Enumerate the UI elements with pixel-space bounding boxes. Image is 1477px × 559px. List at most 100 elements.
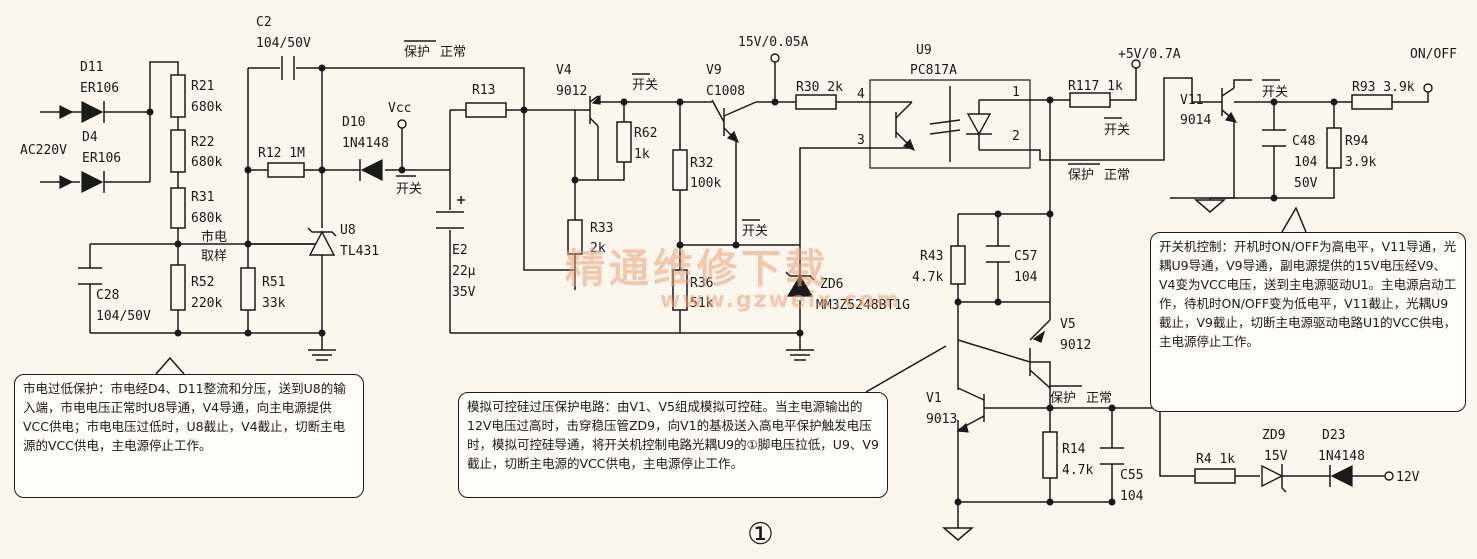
diode-d10: [345, 159, 383, 181]
resistor-r31: [170, 187, 186, 229]
resistor-r32: [672, 149, 688, 191]
label-e2-val1: 22μ: [452, 264, 476, 279]
note-mains-low-protection: 市电过低保护：市电经D4、D11整流和分压，送到U8的输入端，市电电压正常时U8…: [14, 374, 364, 498]
label-v4-val: 9012: [556, 84, 587, 99]
label-d10-val: 1N4148: [342, 136, 389, 151]
diode-d23: [1329, 465, 1368, 487]
label-r36-val: 51k: [690, 296, 714, 311]
label-r52-val: 220k: [191, 296, 222, 311]
transistor-v5: [1029, 319, 1051, 389]
label-12v: 12V: [1396, 470, 1420, 485]
label-u8-val: TL431: [340, 244, 379, 259]
resistor-r117: [1069, 92, 1111, 108]
resistor-r62: [616, 121, 632, 163]
terminal-vcc: [397, 119, 407, 129]
label-vcc: Vcc: [388, 101, 411, 116]
figure-number: ①: [747, 517, 774, 552]
v11-arrow: [1224, 111, 1238, 123]
label-prot1-b: 正常: [440, 45, 466, 60]
resistor-r12: [267, 162, 305, 178]
label-r51: R51: [262, 275, 285, 290]
label-c57: C57: [1014, 249, 1037, 264]
terminal-5v: [1131, 59, 1141, 69]
resistor-r14: [1042, 431, 1058, 479]
resistor-r36: [672, 269, 688, 311]
callout-pointers: [155, 206, 1307, 393]
ground-symbol-2: [786, 349, 814, 361]
label-zd9-val: 15V: [1264, 449, 1288, 464]
label-r13: R13: [472, 83, 495, 98]
label-r4: R4 1k: [1196, 452, 1235, 467]
label-5v: +5V/0.7A: [1118, 47, 1181, 62]
v4-arrow: [591, 94, 601, 105]
ground-symbol-4: [941, 527, 975, 541]
label-v5-val: 9012: [1060, 338, 1091, 353]
wires-left: [40, 61, 575, 350]
label-v9-out: 15V/0.05A: [738, 35, 809, 50]
junction-dots: [146, 64, 1338, 506]
ground-symbol-3: [1193, 199, 1227, 213]
label-pin2: 2: [1012, 129, 1020, 144]
label-r31: R31: [191, 190, 214, 205]
resistor-r4: [1194, 468, 1236, 484]
label-d23-val: 1N4148: [1318, 449, 1365, 464]
label-r36: R36: [690, 276, 713, 291]
label-d4: D4: [82, 130, 98, 145]
label-c48: C48: [1292, 134, 1315, 149]
label-prot3-a: 保护: [1050, 391, 1076, 406]
label-e2-val2: 35V: [452, 285, 476, 300]
label-sw1: 开关: [396, 182, 422, 197]
label-prot2-b: 正常: [1104, 168, 1130, 183]
capacitor-c28: [78, 267, 102, 285]
label-r14-val: 4.7k: [1062, 463, 1093, 478]
label-r62: R62: [634, 126, 657, 141]
label-sw5: 开关: [1262, 85, 1288, 100]
resistor-r51: [240, 267, 256, 311]
wires-right: [957, 68, 1429, 528]
label-d11-val: ER106: [80, 81, 119, 96]
diode-d11: [80, 101, 122, 123]
label-r52: R52: [191, 275, 214, 290]
capacitor-e2: [436, 196, 465, 229]
label-zd9: ZD9: [1262, 428, 1285, 443]
label-mains-sample-2: 取样: [201, 249, 227, 264]
label-sw3: 开关: [742, 224, 768, 239]
label-zd6-val: MM3Z5248BT1G: [816, 298, 910, 313]
label-c57-val: 104: [1014, 270, 1038, 285]
label-r31-val: 680k: [191, 211, 222, 226]
capacitor-c57: [986, 245, 1010, 263]
label-d10: D10: [342, 115, 365, 130]
label-c55-val: 104: [1120, 489, 1144, 504]
label-c2-val: 104/50V: [256, 36, 311, 51]
label-pin3: 3: [857, 133, 865, 148]
capacitor-c55: [1100, 447, 1124, 465]
v1-arrow: [956, 422, 969, 433]
label-v1-val: 9013: [926, 412, 957, 427]
label-pin1: 1: [1012, 85, 1020, 100]
label-r43: R43: [920, 249, 943, 264]
transistor-v1: [957, 339, 1031, 431]
label-r51-val: 33k: [262, 296, 286, 311]
resistor-r33: [567, 219, 583, 255]
label-r33: R33: [590, 221, 613, 236]
label-r94-val: 3.9k: [1345, 155, 1376, 170]
terminal-12v: [1384, 471, 1394, 481]
resistor-r22: [170, 129, 186, 173]
label-v9: V9: [706, 63, 722, 78]
label-r30: R30 2k: [796, 80, 843, 95]
terminal-onoff: [1423, 83, 1433, 93]
label-r21-val: 680k: [191, 100, 222, 115]
label-c28: C28: [96, 288, 119, 303]
label-r117: R117 1k: [1068, 79, 1123, 94]
label-zd6: ZD6: [820, 277, 843, 292]
label-v4: V4: [556, 63, 572, 78]
label-c2: C2: [256, 15, 272, 30]
resistor-r21: [170, 74, 186, 118]
label-sw2: 开关: [632, 78, 658, 93]
label-v1: V1: [926, 391, 942, 406]
terminal-15v: [770, 53, 780, 63]
label-u9-val: PC817A: [910, 63, 957, 78]
label-prot1-a: 保护: [404, 45, 430, 60]
label-r32: R32: [690, 156, 713, 171]
capacitor-c48: [1262, 129, 1286, 147]
